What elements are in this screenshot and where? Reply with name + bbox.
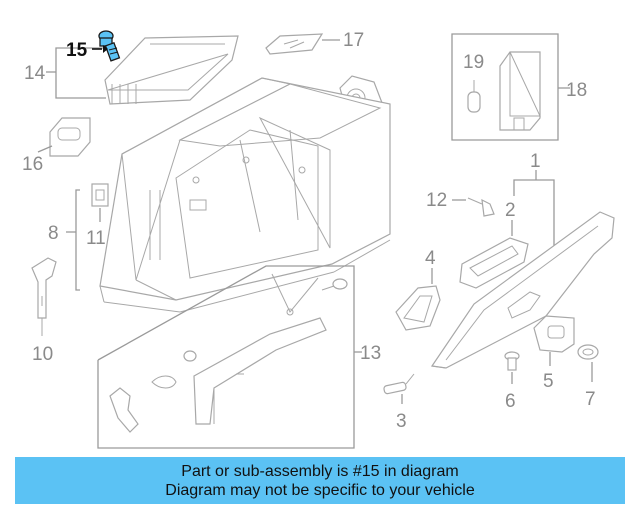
part-12 bbox=[467, 197, 495, 217]
callout-6[interactable]: 6 bbox=[505, 391, 516, 412]
banner-line-2: Diagram may not be specific to your vehi… bbox=[165, 481, 475, 499]
part-13 bbox=[109, 273, 348, 433]
parts-diagram: 14 15 17 16 9 18 19 bbox=[22, 30, 615, 449]
leader-16 bbox=[37, 145, 53, 153]
callout-15[interactable]: 15 bbox=[66, 40, 88, 61]
callout-3[interactable]: 3 bbox=[396, 411, 407, 432]
part-17 bbox=[265, 33, 324, 55]
part-11 bbox=[91, 183, 109, 207]
part-10 bbox=[31, 257, 57, 336]
callout-7[interactable]: 7 bbox=[585, 389, 596, 410]
part-14 bbox=[104, 35, 239, 105]
part-6 bbox=[504, 351, 520, 371]
leader-15-arrow bbox=[103, 45, 108, 53]
part-4 bbox=[395, 285, 441, 331]
part-16 bbox=[49, 117, 91, 157]
leader-14 bbox=[55, 47, 106, 99]
callout-18[interactable]: 18 bbox=[566, 80, 587, 101]
callout-14[interactable]: 14 bbox=[24, 63, 46, 84]
callout-11[interactable]: 11 bbox=[86, 228, 106, 249]
box-18 bbox=[451, 33, 559, 141]
part-15[interactable] bbox=[98, 30, 121, 62]
callout-12[interactable]: 12 bbox=[426, 190, 447, 211]
callout-10[interactable]: 10 bbox=[32, 344, 53, 365]
part-18 bbox=[499, 51, 541, 131]
part-1 bbox=[430, 211, 615, 369]
part-5 bbox=[533, 315, 575, 353]
callout-17[interactable]: 17 bbox=[343, 30, 364, 51]
callout-13[interactable]: 13 bbox=[360, 343, 381, 364]
part-2 bbox=[459, 237, 529, 289]
info-banner: Part or sub-assembly is #15 in diagram D… bbox=[15, 457, 625, 504]
bracket-1 bbox=[513, 179, 555, 246]
part-3 bbox=[383, 373, 415, 395]
callout-8[interactable]: 8 bbox=[48, 223, 59, 244]
callout-2[interactable]: 2 bbox=[505, 200, 516, 221]
callout-1[interactable]: 1 bbox=[530, 151, 541, 172]
bracket-8 bbox=[75, 189, 80, 291]
bracket-13 bbox=[97, 265, 355, 449]
callout-4[interactable]: 4 bbox=[425, 248, 436, 269]
banner-line-1: Part or sub-assembly is #15 in diagram bbox=[181, 462, 459, 480]
part-8-housing bbox=[99, 77, 391, 313]
callout-16[interactable]: 16 bbox=[22, 154, 43, 175]
callout-19[interactable]: 19 bbox=[463, 52, 484, 73]
part-7 bbox=[577, 344, 599, 360]
part-19 bbox=[467, 80, 481, 113]
callout-5[interactable]: 5 bbox=[543, 371, 554, 392]
